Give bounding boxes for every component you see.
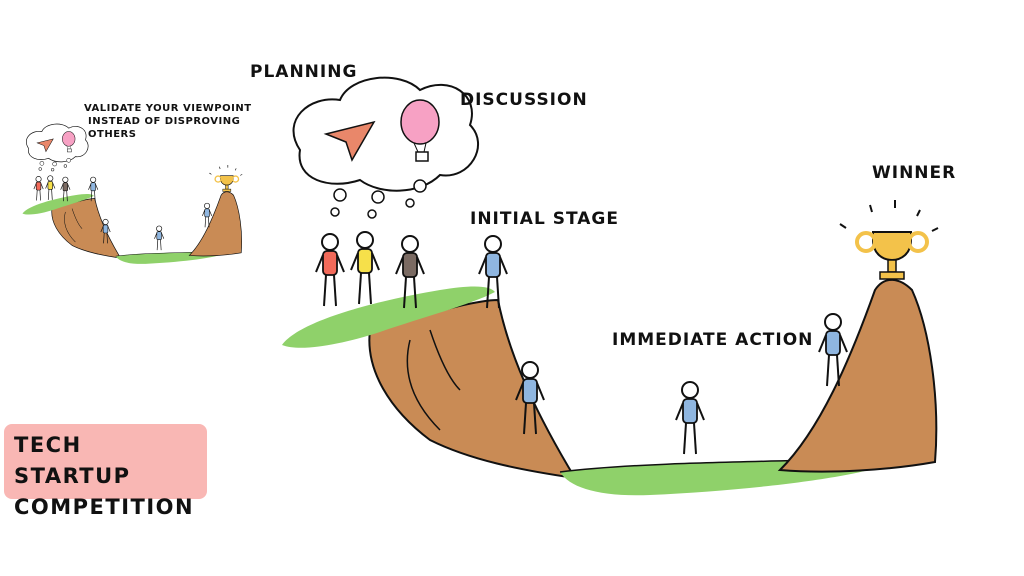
badge-line: TECH STARTUP: [14, 433, 131, 488]
quote-line: INSTEAD OF DISPROVING: [88, 116, 241, 127]
title-badge: TECH STARTUP COMPETITION: [4, 424, 207, 519]
label-winner: WINNER: [872, 163, 957, 183]
badge-line: COMPETITION: [14, 495, 195, 519]
label-planning: PLANNING: [250, 62, 358, 82]
label-discussion: DISCUSSION: [460, 90, 588, 110]
label-immediate-action: IMMEDIATE ACTION: [612, 330, 814, 350]
quote-text: VALIDATE YOUR VIEWPOINT INSTEAD OF DISPR…: [84, 102, 252, 141]
label-initial-stage: INITIAL STAGE: [470, 209, 619, 229]
quote-line: VALIDATE YOUR VIEWPOINT: [84, 103, 252, 114]
main-scene: [282, 78, 938, 496]
quote-line: OTHERS: [88, 129, 137, 140]
thumbnail-scene: [22, 124, 242, 264]
